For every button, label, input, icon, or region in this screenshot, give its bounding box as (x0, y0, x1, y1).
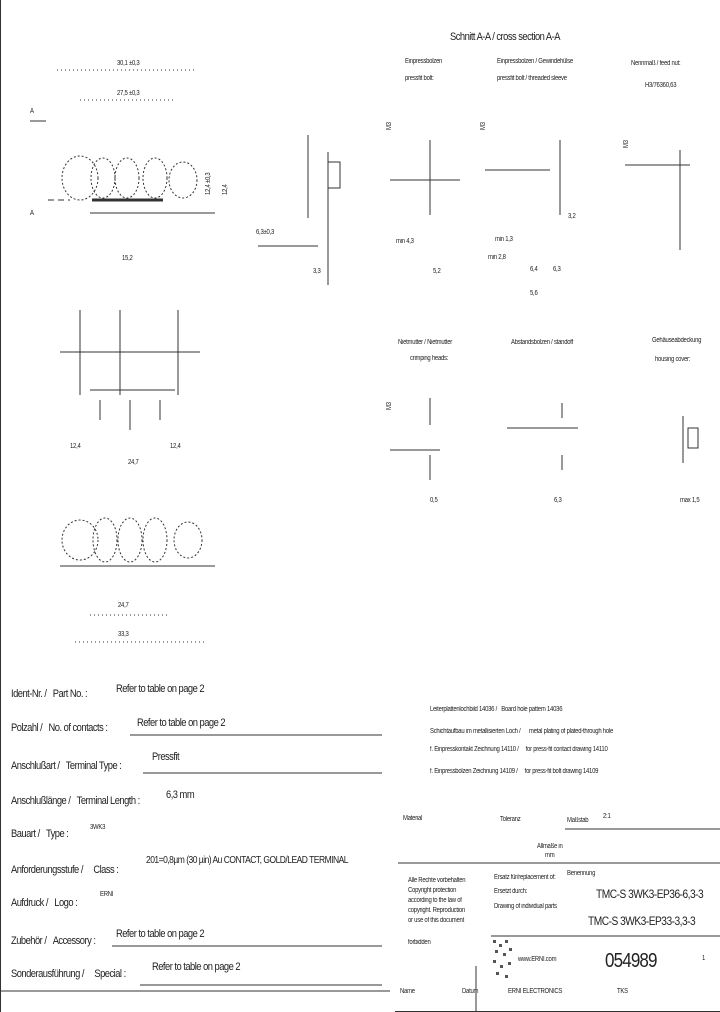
note-3: f. Einpressbolzen Zeichnung 14109 / for … (430, 768, 599, 775)
col2-min-1: min 1,3 (495, 236, 513, 243)
spec-accessory-label: Zubehör / Accessory : (11, 935, 96, 947)
spec-terminal-length-label: Anschlußlänge / Terminal Length : (11, 795, 140, 807)
tb-rights-2: according to the law of (408, 897, 462, 904)
bottom-view (61, 517, 203, 563)
tb-name-label: Name (400, 988, 415, 995)
col6-title: Gehäuseabdeckung (652, 337, 702, 344)
tb-product-1: TMC-S 3WK3-EP36-6,3-3 (596, 887, 704, 901)
spec-contacts-value: Refer to table on page 2 (137, 717, 226, 729)
col3-thread: M3 (623, 140, 630, 148)
dim-width-overall: 30,1 ±0,3 (117, 60, 140, 67)
col4-title: Nietmutter / Nietmutter (398, 339, 452, 346)
col2-subtitle: pressfit bolt / threaded sleeve (497, 75, 567, 82)
tb-rights-3: copyright. Reproduction (408, 907, 465, 914)
col1-subtitle: pressfit bolt: (405, 75, 434, 82)
dim-bottom-24-7: 24,7 (118, 602, 129, 609)
tb-product-2: TMC-S 3WK3-EP33-3,3-3 (588, 914, 696, 928)
spec-class-label: Anforderungsstufe / Class : (11, 864, 119, 876)
note-0: Leiterplattenlochbild 14036 / Board hole… (430, 706, 563, 713)
col2-min-2: min 2,8 (488, 254, 506, 261)
col1-title: Einpressbolzen (405, 58, 443, 65)
col4-dim: 0,5 (430, 497, 438, 504)
spec-accessory-value: Refer to table on page 2 (116, 928, 205, 940)
col2-dim-5-6: 5,6 (530, 290, 538, 297)
spec-logo-label: Aufdruck / Logo : (11, 897, 78, 909)
tb-unit: mm (545, 852, 555, 859)
dim-terminal-length: 6,3±0,3 (256, 229, 275, 236)
section-title: Schnitt A-A / cross section A-A (450, 31, 560, 43)
tb-scale-value: 2:1 (603, 813, 611, 820)
tb-rights-0: Alle Rechte vorbehalten (408, 877, 466, 884)
qr-code (493, 940, 512, 978)
section-marker-bottom: A (30, 210, 34, 217)
col5-dim: 6,3 (554, 497, 562, 504)
tb-replaces-1: Ersetzt durch: (494, 888, 528, 895)
note-2: f. Einpresskontakt Zeichnung 14110 / for… (430, 746, 608, 753)
col2-dim-3-2: 3,2 (568, 213, 576, 220)
col2-dim-6-3: 6,3 (553, 266, 561, 273)
tb-replaces-2: Drawing of individual parts (494, 903, 557, 910)
spec-part-no-label: Ident-Nr. / Part No. : (11, 688, 88, 700)
spec-class-value: 201=0,8µm (30 µin) Au CONTACT, GOLD/LEAD… (146, 855, 349, 866)
tb-sheet: 1 (702, 955, 706, 962)
spec-type-value: 3WK3 (90, 824, 106, 831)
dim-width-holes: 27,5 ±0,3 (117, 90, 140, 97)
tb-dimensions: Allmaße in (537, 843, 563, 850)
front-view (61, 155, 198, 201)
col4-subtitle: crimping heads: (410, 355, 449, 362)
col4-thread: M3 (386, 402, 393, 410)
section-marker-top: A (30, 108, 34, 115)
tb-code: TKS (617, 988, 628, 995)
col3-title: Nennmaß / feed nut: (631, 60, 681, 67)
note-1: Schichtaufbau im metallisierten Loch / m… (430, 728, 614, 735)
dim-detail-mid: 24,7 (128, 459, 139, 466)
col2-dim-6-4: 6,4 (530, 266, 538, 273)
tb-doc-title-label: Benennung (567, 870, 596, 877)
tb-website[interactable]: www.ERNI.com (518, 956, 557, 963)
tb-replaces-0: Ersatz für/replacement of: (494, 874, 556, 881)
col6-dim: max 1,5 (680, 497, 700, 504)
col2-title: Einpressbolzen / Gewindehülse (497, 58, 573, 65)
dim-detail-right: 12,4 (170, 443, 181, 450)
tb-material: Material (403, 815, 423, 822)
spec-logo-value: ERNI (100, 891, 114, 898)
spec-type-label: Bauart / Type : (11, 828, 69, 840)
spec-special-label: Sonderausführung / Special : (11, 968, 126, 980)
spec-terminal-length-value: 6,3 mm (166, 789, 195, 801)
dim-detail-left: 12,4 (70, 443, 81, 450)
dim-height-1: 12,4 ±0,3 (205, 172, 212, 195)
tb-company: ERNI ELECTRONICS (508, 988, 563, 995)
col2-thread: M3 (480, 122, 487, 130)
tb-scale-label: Maßstab (567, 817, 589, 824)
dim-side-3-3: 3,3 (313, 268, 321, 275)
dim-pitch: 15,2 (122, 255, 133, 262)
col6-subtitle: housing cover: (655, 356, 691, 363)
dim-bottom-33-3: 33,3 (118, 631, 129, 638)
col1-min: min 4,3 (396, 238, 414, 245)
tb-rights-5: forbidden (408, 939, 431, 946)
dim-height-2: 12,4 (222, 184, 229, 195)
spec-special-value: Refer to table on page 2 (152, 961, 241, 973)
tb-rights-1: Copyright protection (408, 887, 457, 894)
col1-thread: M3 (386, 122, 393, 130)
spec-terminal-type-label: Anschlußart / Terminal Type : (11, 760, 122, 772)
spec-part-no-value: Refer to table on page 2 (116, 683, 205, 695)
col5-title: Abstandsbolzen / standoff (511, 339, 573, 346)
tb-drawing-number: 054989 (605, 950, 657, 972)
tb-rights-4: or use of this document (408, 917, 464, 924)
col3-subtitle: H3/76360,63 (645, 82, 677, 89)
col1-dim: 5,2 (433, 268, 441, 275)
spec-terminal-type-value: Pressfit (152, 751, 180, 763)
tb-date-label: Datum (462, 988, 479, 995)
tb-tolerance: Toleranz (500, 816, 521, 823)
spec-contacts-label: Polzahl / No. of contacts : (11, 722, 108, 734)
